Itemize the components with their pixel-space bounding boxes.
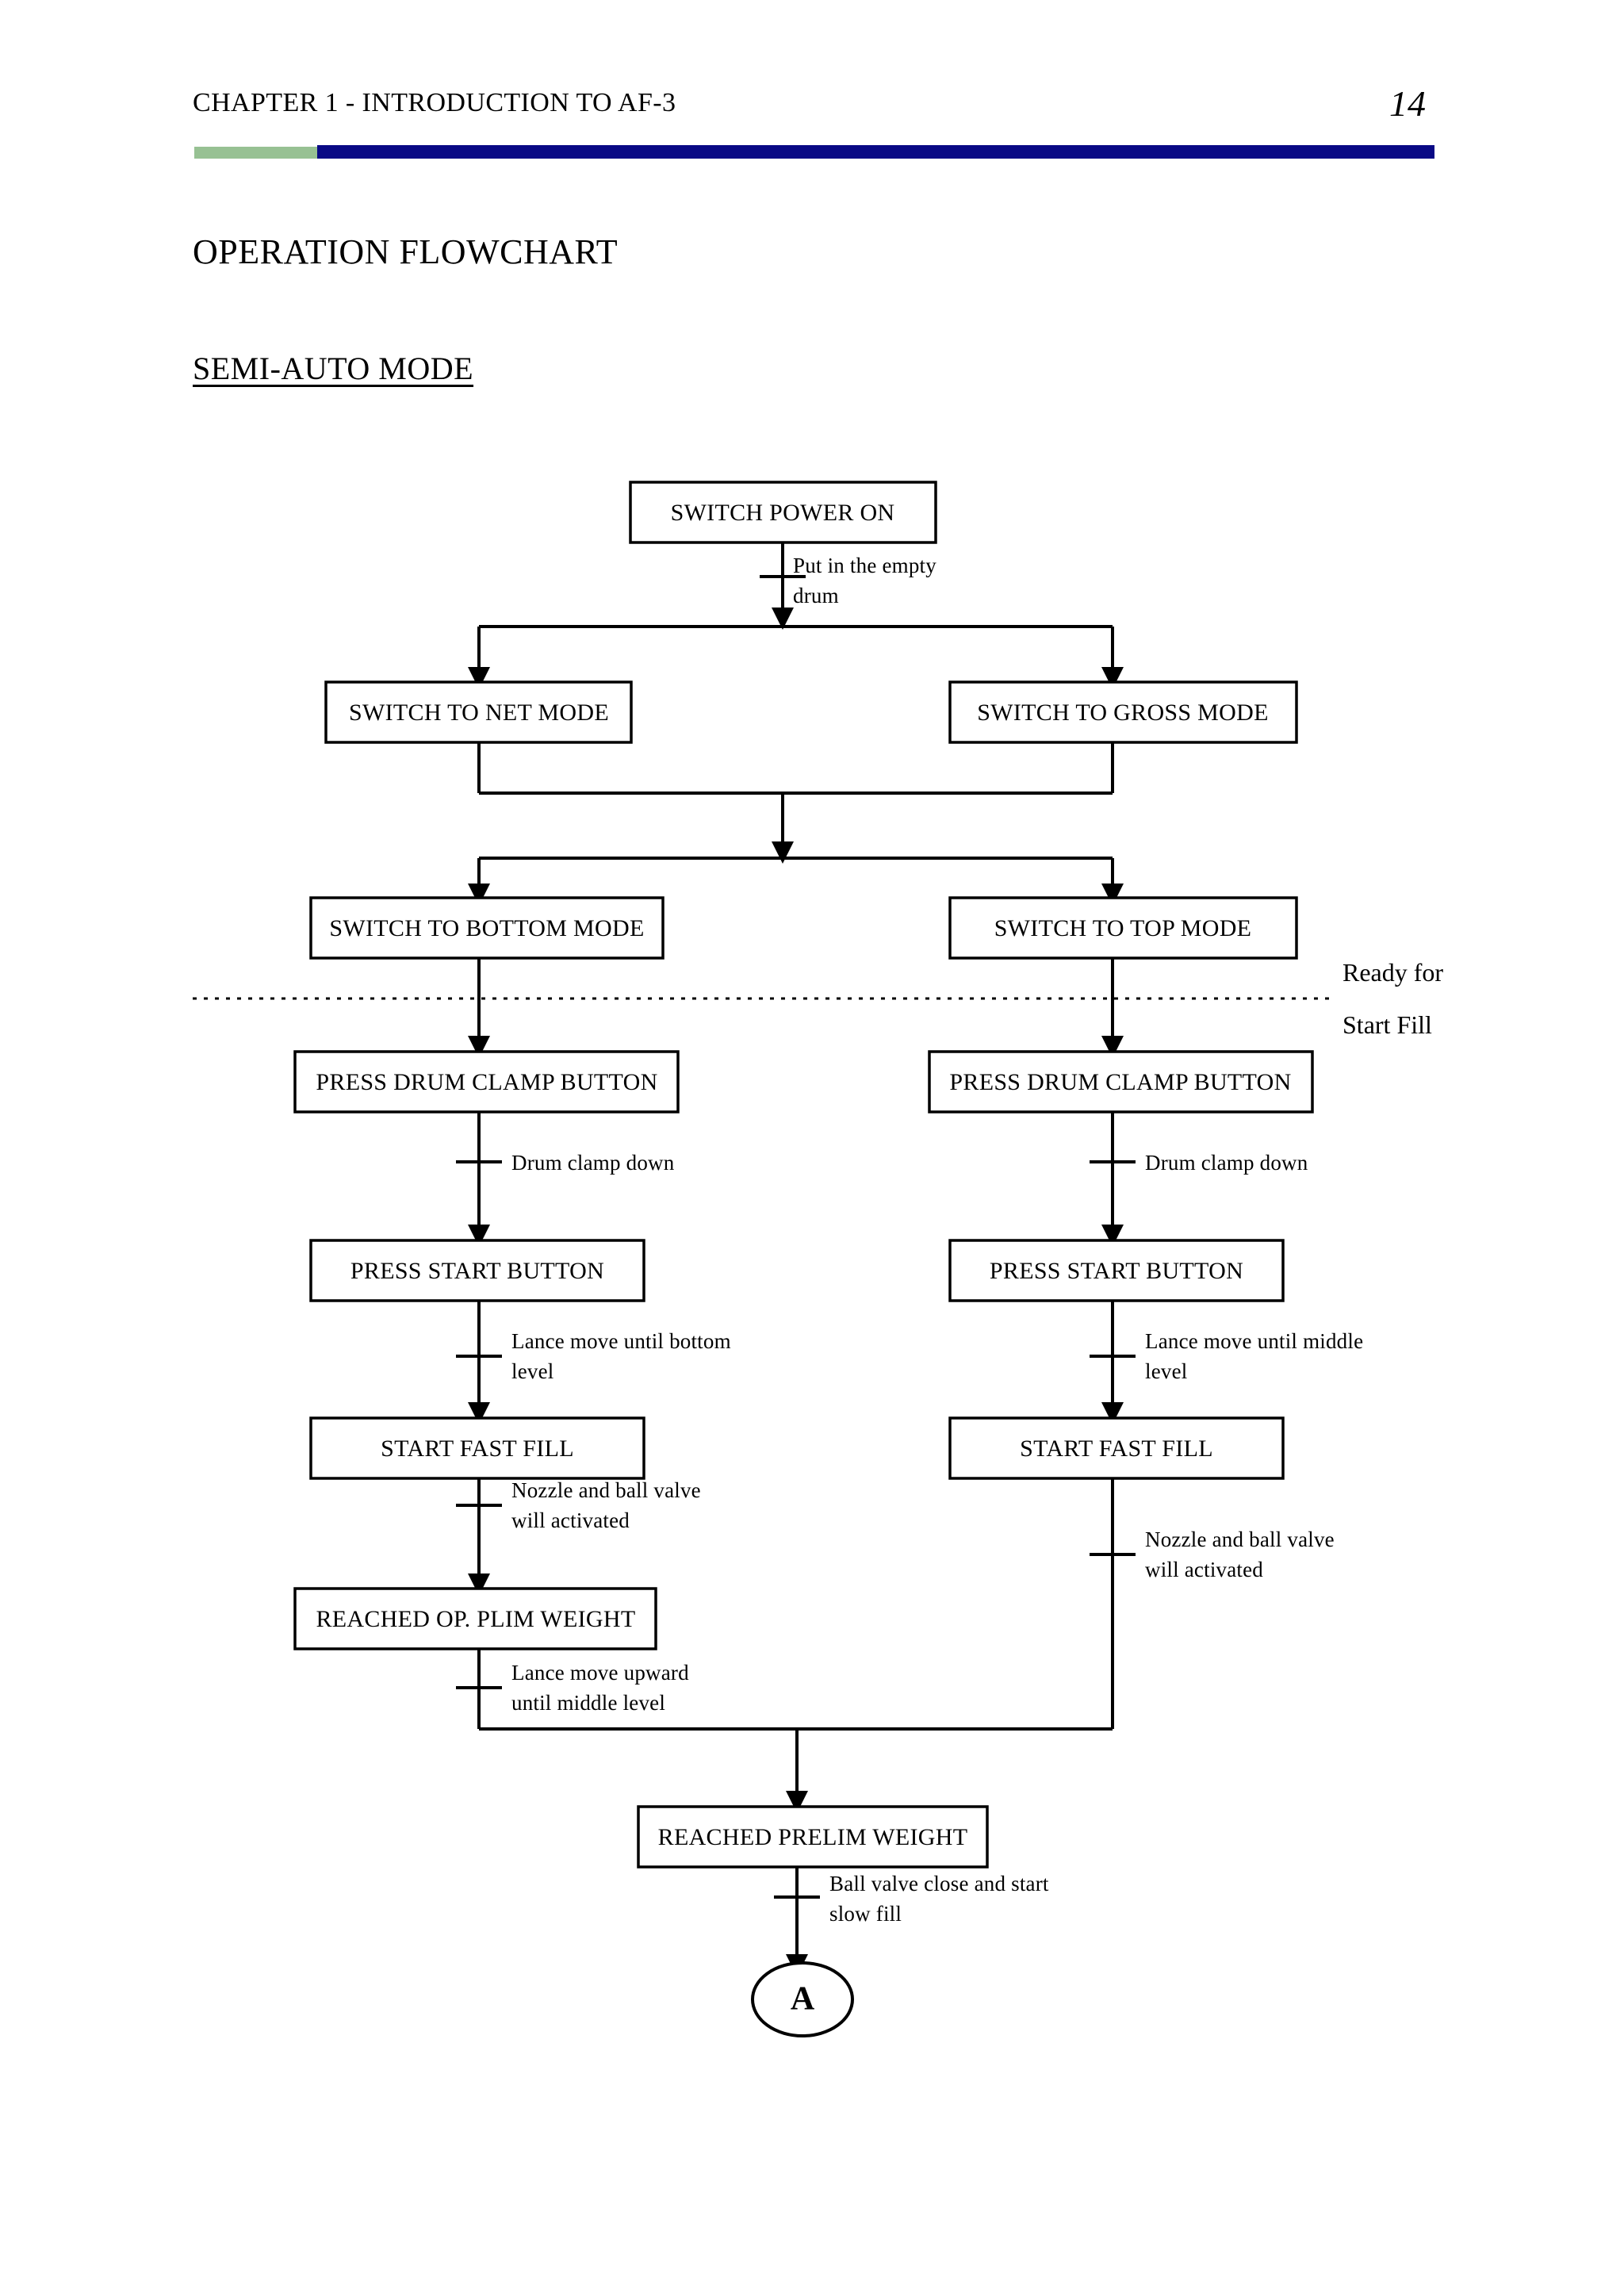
annot-put-in-empty-drum-line1: Put in the empty — [793, 554, 936, 577]
annot-lance-bottom-line2: level — [511, 1359, 553, 1383]
annot-nozzle-right-line2: will activated — [1145, 1558, 1263, 1581]
node-switch-to-bottom-mode — [309, 896, 665, 960]
annot-nozzle-left-line1: Nozzle and ball valve — [511, 1478, 701, 1502]
node-switch-power-on-label: SWITCH POWER ON — [671, 500, 895, 526]
node-start-fast-fill-right — [948, 1416, 1285, 1480]
node-press-drum-clamp-right — [928, 1050, 1314, 1114]
node-reached-op-plim-weight-label: REACHED OP. PLIM WEIGHT — [316, 1606, 635, 1632]
node-reached-op-plim-weight — [293, 1587, 657, 1650]
page-header: CHAPTER 1 - INTRODUCTION TO AF-3 14 — [0, 0, 1624, 174]
annot-lance-upward-line1: Lance move upward — [511, 1661, 689, 1685]
node-start-fast-fill-left — [309, 1416, 645, 1480]
annot-ball-valve-close-line2: slow fill — [829, 1902, 902, 1926]
annot-drum-clamp-down-right: Drum clamp down — [1145, 1151, 1308, 1175]
annot-drum-clamp-down-left: Drum clamp down — [511, 1151, 675, 1175]
node-connector-a — [751, 1961, 854, 2037]
node-start-fast-fill-left-label: START FAST FILL — [381, 1435, 574, 1462]
boundary-label-start-fill: Start Fill — [1342, 1010, 1432, 1039]
annot-put-in-empty-drum-line2: drum — [793, 584, 839, 608]
node-reached-prelim-weight — [637, 1805, 989, 1869]
annot-lance-upward-line2: until middle level — [511, 1691, 665, 1715]
node-start-fast-fill-right-label: START FAST FILL — [1020, 1435, 1213, 1462]
node-switch-to-top-mode — [948, 896, 1298, 960]
node-switch-to-gross-mode — [948, 680, 1298, 744]
node-press-start-left — [309, 1239, 645, 1302]
node-switch-power-on — [629, 481, 937, 544]
node-switch-to-top-mode-label: SWITCH TO TOP MODE — [994, 915, 1252, 941]
node-press-drum-clamp-right-label: PRESS DRUM CLAMP BUTTON — [949, 1069, 1291, 1095]
annot-lance-middle-line1: Lance move until middle — [1145, 1329, 1363, 1353]
header-rule-navy — [317, 145, 1434, 159]
header-rule-green — [194, 147, 317, 159]
annot-ball-valve-close-line1: Ball valve close and start — [829, 1872, 1049, 1895]
page-title: OPERATION FLOWCHART — [193, 232, 619, 271]
node-press-start-right-label: PRESS START BUTTON — [990, 1258, 1243, 1284]
node-press-start-left-label: PRESS START BUTTON — [350, 1258, 604, 1284]
node-switch-to-bottom-mode-label: SWITCH TO BOTTOM MODE — [329, 915, 644, 941]
node-press-start-right — [948, 1239, 1285, 1302]
node-switch-to-net-mode-label: SWITCH TO NET MODE — [349, 700, 609, 726]
chapter-header-title: CHAPTER 1 - INTRODUCTION TO AF-3 — [193, 88, 676, 117]
section-title: SEMI-AUTO MODE — [193, 351, 474, 386]
node-press-drum-clamp-left — [293, 1050, 680, 1114]
annot-lance-middle-line2: level — [1145, 1359, 1187, 1383]
node-connector-a-label: A — [791, 1981, 815, 2018]
annot-lance-bottom-line1: Lance move until bottom — [511, 1329, 731, 1353]
page-number: 14 — [1389, 83, 1426, 124]
node-press-drum-clamp-left-label: PRESS DRUM CLAMP BUTTON — [316, 1069, 657, 1095]
annot-nozzle-right-line1: Nozzle and ball valve — [1145, 1527, 1335, 1551]
node-switch-to-gross-mode-label: SWITCH TO GROSS MODE — [977, 700, 1268, 726]
boundary-label-ready-for: Ready for — [1342, 958, 1443, 987]
annot-nozzle-left-line2: will activated — [511, 1508, 630, 1532]
node-reached-prelim-weight-label: REACHED PRELIM WEIGHT — [658, 1824, 968, 1850]
